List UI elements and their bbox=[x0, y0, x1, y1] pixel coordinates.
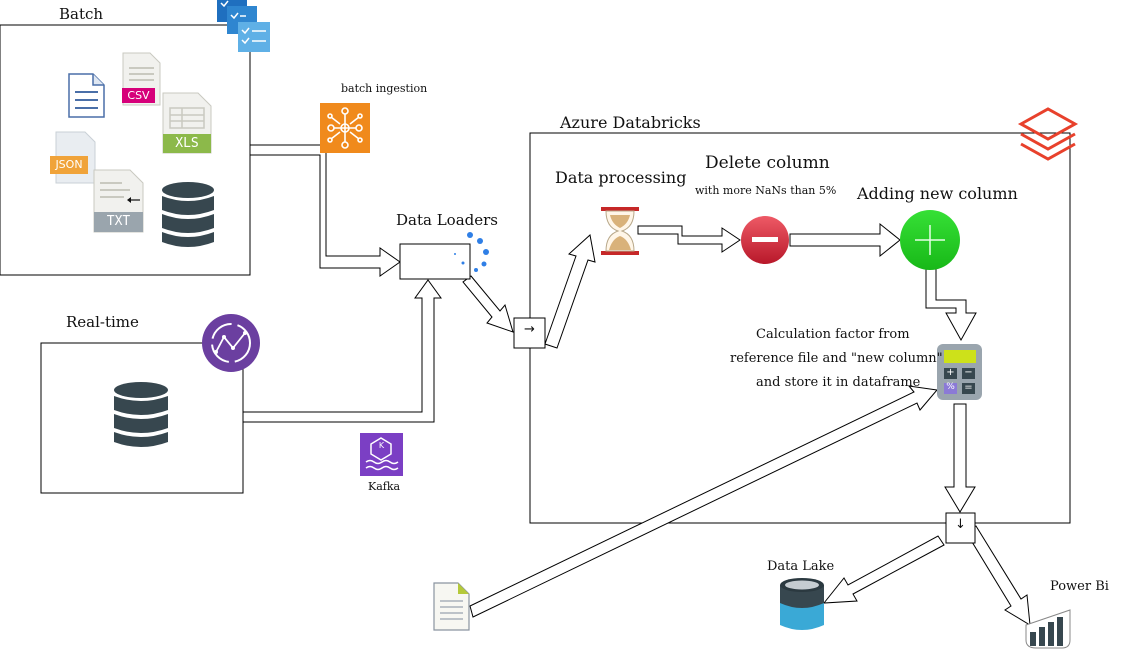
txt-file-icon bbox=[93, 169, 144, 233]
databricks-logo-icon bbox=[1017, 107, 1079, 161]
adding-new-column-label: Adding new column bbox=[857, 184, 1018, 203]
calc-key-minus: − bbox=[964, 367, 973, 378]
power-bi-label: Power Bi bbox=[1050, 579, 1109, 594]
data-lake-label: Data Lake bbox=[767, 559, 835, 574]
csv-label: CSV bbox=[127, 89, 150, 102]
hourglass-icon bbox=[601, 207, 639, 255]
arrow-loaders-to-connector bbox=[462, 275, 514, 333]
loader-dots-icon bbox=[454, 232, 489, 272]
document-icon bbox=[68, 73, 105, 118]
azure-databricks-label: Azure Databricks bbox=[560, 113, 701, 132]
data-lake-icon bbox=[780, 578, 824, 630]
batch-database-icon bbox=[162, 182, 214, 247]
xls-label: XLS bbox=[175, 136, 199, 151]
calculation-line-1: Calculation factor from bbox=[756, 327, 910, 342]
data-processing-label: Data processing bbox=[555, 168, 687, 187]
arrow-batch-to-loaders bbox=[249, 144, 401, 277]
arrow-processing-to-delete bbox=[637, 225, 741, 253]
delete-column-label: Delete column bbox=[705, 153, 830, 173]
arrow-add-to-calc bbox=[925, 267, 977, 342]
delete-column-sublabel: with more NaNs than 5% bbox=[695, 184, 837, 197]
batch-ingestion-icon bbox=[320, 103, 370, 153]
realtime-label: Real-time bbox=[66, 313, 139, 331]
output-connector-arrow: ↓ bbox=[955, 517, 966, 532]
delete-column-icon bbox=[741, 216, 789, 264]
realtime-database-icon bbox=[114, 382, 168, 447]
data-loaders-label: Data Loaders bbox=[396, 211, 498, 229]
arrow-realtime-to-loaders bbox=[242, 279, 442, 423]
kafka-icon bbox=[360, 433, 403, 476]
output-connector bbox=[945, 512, 976, 544]
calculator-icon bbox=[937, 344, 982, 400]
realtime-stream-icon bbox=[202, 314, 260, 372]
kafka-label: Kafka bbox=[368, 480, 401, 493]
batch-ingestion-label: batch ingestion bbox=[341, 82, 428, 95]
reference-file-icon bbox=[433, 582, 470, 631]
kafka-icon-letter: K bbox=[378, 441, 385, 450]
databricks-entry-connector bbox=[513, 317, 546, 349]
arrow-connector-to-datalake bbox=[822, 535, 945, 604]
calc-key-equals: = bbox=[964, 382, 973, 393]
calculation-line-3: and store it in dataframe bbox=[756, 375, 921, 390]
add-column-icon bbox=[900, 210, 960, 270]
entry-connector-arrow: → bbox=[524, 322, 535, 337]
calc-key-plus: + bbox=[946, 367, 955, 378]
arrow-connector-to-powerbi bbox=[965, 525, 1031, 626]
xls-file-icon bbox=[162, 92, 212, 154]
calculation-line-2: reference file and "new column" bbox=[730, 351, 943, 366]
power-bi-icon bbox=[1025, 609, 1071, 649]
data-loaders-box bbox=[399, 243, 471, 280]
checklist-stack-icon bbox=[217, 0, 270, 52]
arrow-connector-to-processing bbox=[544, 234, 596, 349]
json-label: JSON bbox=[55, 158, 83, 171]
calc-key-percent: % bbox=[946, 382, 955, 392]
arrow-calc-to-output bbox=[944, 403, 976, 513]
txt-label: TXT bbox=[106, 214, 131, 229]
arrow-reffile-to-calc bbox=[469, 385, 938, 618]
batch-label: Batch bbox=[59, 5, 104, 23]
csv-file-icon bbox=[122, 52, 161, 106]
arrow-delete-to-add bbox=[789, 222, 901, 258]
json-file-icon bbox=[50, 131, 96, 184]
realtime-container bbox=[40, 342, 244, 494]
